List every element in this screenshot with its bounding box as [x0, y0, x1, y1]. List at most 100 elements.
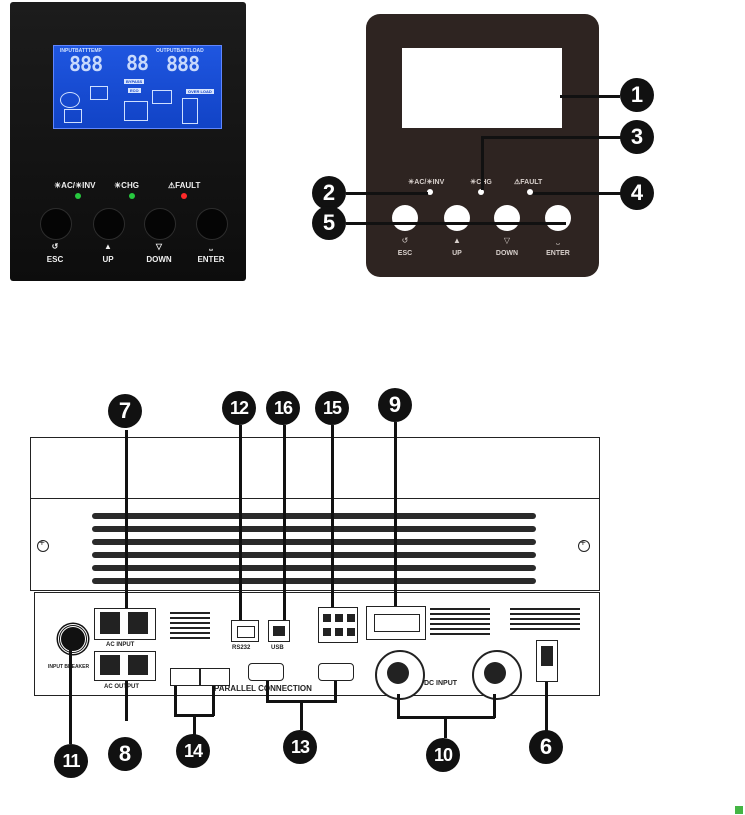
- photo-indicator-fault: ⚠FAULT: [168, 181, 201, 190]
- drawing-enter-button[interactable]: [545, 205, 571, 231]
- callout-9: 9: [378, 388, 412, 422]
- photo-esc-button[interactable]: [40, 208, 72, 240]
- photo-esc-label: ESC: [46, 255, 64, 264]
- leader-line-9: [394, 422, 397, 606]
- leader-line-4: [533, 192, 623, 195]
- drawing-enter-icon: ⎵: [556, 236, 560, 245]
- callout-4: 4: [620, 176, 654, 210]
- photo-down-icon: ▽: [155, 242, 163, 251]
- callout-5: 5: [312, 206, 346, 240]
- lcd-tag-eco: ECO: [128, 88, 141, 93]
- leader-line-15: [331, 425, 334, 607]
- photo-indicator-chg: ☀CHG: [114, 181, 139, 190]
- solar-panel-icon: [64, 109, 82, 123]
- leader-line-16: [283, 425, 286, 620]
- callout-6: 6: [529, 730, 563, 764]
- parallel-terminal-b[interactable]: [200, 668, 230, 686]
- lcd-tag-bypass: BYPASS: [124, 79, 145, 84]
- photo-up-label: UP: [102, 255, 114, 264]
- drawing-indicator-fault: ⚠FAULT: [514, 179, 543, 186]
- drawing-up-icon: ▲: [453, 236, 461, 245]
- ac-output-label: AC OUTPUT: [104, 684, 139, 690]
- callout-14: 14: [176, 734, 210, 768]
- leader-line-8: [125, 681, 128, 721]
- photo-enter-label: ENTER: [197, 255, 225, 264]
- dry-contact-terminal[interactable]: [318, 607, 358, 643]
- drawing-indicator-chg: ☀CHG: [470, 178, 492, 186]
- lcd-tag-overload: OVER LOAD: [186, 89, 214, 94]
- right-screw-icon: [578, 538, 590, 552]
- drawing-led-chg: [478, 189, 484, 195]
- callout-1: 1: [620, 78, 654, 112]
- leader-line-11: [69, 648, 72, 744]
- callout-12: 12: [222, 391, 256, 425]
- drawing-enter-label: ENTER: [546, 250, 570, 257]
- drawing-esc-button[interactable]: [392, 205, 418, 231]
- photo-enter-button[interactable]: [196, 208, 228, 240]
- pv-input-terminal[interactable]: [366, 606, 426, 640]
- callout-7: 7: [108, 394, 142, 428]
- leader-line-5: [346, 222, 566, 225]
- callout-11: 11: [54, 744, 88, 778]
- drawing-down-button[interactable]: [494, 205, 520, 231]
- led-fault: [181, 193, 187, 199]
- callout-3: 3: [620, 120, 654, 154]
- leader-line-7: [125, 430, 128, 608]
- led-ac-inv: [75, 193, 81, 199]
- small-vent-left: [170, 612, 210, 642]
- left-screw-icon: [37, 538, 49, 552]
- photo-down-label: DOWN: [146, 255, 172, 264]
- photo-esc-icon: ↺: [51, 242, 59, 251]
- parallel-terminal-a[interactable]: [170, 668, 200, 686]
- parallel-db9-port-b[interactable]: [318, 663, 354, 681]
- callout-10: 10: [426, 738, 460, 772]
- leader-line-1: [560, 95, 620, 98]
- leader-line-3: [481, 136, 621, 139]
- small-vent-middle: [430, 608, 490, 638]
- lcd-digits-right: 888: [166, 52, 200, 76]
- breaker-label: INPUT BREAKER: [48, 664, 90, 670]
- drawing-up-label: UP: [452, 250, 462, 257]
- drawing-up-button[interactable]: [444, 205, 470, 231]
- drawing-lcd-window: [402, 48, 562, 128]
- drawing-led-ac-inv: [427, 189, 433, 195]
- photo-up-button[interactable]: [93, 208, 125, 240]
- drawing-led-fault: [527, 189, 533, 195]
- drawing-down-icon: ▽: [503, 236, 511, 245]
- dc-input-positive[interactable]: [375, 650, 425, 700]
- callout-8: 8: [108, 737, 142, 771]
- drawing-indicator-ac-inv: ☀AC/☀INV: [408, 179, 445, 186]
- inverter-icon: [90, 86, 108, 100]
- corner-mark: [735, 806, 743, 814]
- callout-15: 15: [315, 391, 349, 425]
- battery-icon: [124, 101, 148, 121]
- load-icon: [182, 98, 198, 124]
- leader-line-12: [239, 425, 242, 620]
- lcd-digits-mid: 88: [126, 51, 149, 75]
- ac-sine-icon: [60, 92, 80, 108]
- photo-up-icon: ▲: [104, 242, 112, 251]
- usb-label: USB: [271, 645, 284, 651]
- rs232-port[interactable]: [231, 620, 259, 642]
- small-vent-right: [510, 608, 580, 630]
- lcd-header-left: INPUTBATTTEMP: [60, 48, 102, 54]
- dc-input-label: DC INPUT: [424, 680, 458, 687]
- photo-down-button[interactable]: [144, 208, 176, 240]
- rear-top-housing: [30, 437, 600, 500]
- input-breaker-knob[interactable]: [58, 624, 88, 654]
- leader-line-6: [545, 682, 548, 732]
- parallel-label: PARALLEL CONNECTION: [214, 684, 312, 693]
- callout-16: 16: [266, 391, 300, 425]
- charger-icon: [152, 90, 172, 104]
- callout-13: 13: [283, 730, 317, 764]
- ac-input-label: AC INPUT: [106, 642, 135, 648]
- drawing-down-label: DOWN: [495, 250, 519, 257]
- lcd-display: INPUTBATTTEMP OUTPUTBATTLOAD 888 88 888 …: [53, 45, 222, 129]
- lcd-header-right: OUTPUTBATTLOAD: [156, 48, 204, 54]
- led-chg: [129, 193, 135, 199]
- photo-enter-icon: ⎵: [209, 242, 213, 251]
- parallel-db9-port-a[interactable]: [248, 663, 284, 681]
- leader-line-3b: [481, 136, 484, 190]
- rs232-label: RS232: [232, 645, 251, 651]
- drawing-esc-icon: ↺: [401, 236, 409, 245]
